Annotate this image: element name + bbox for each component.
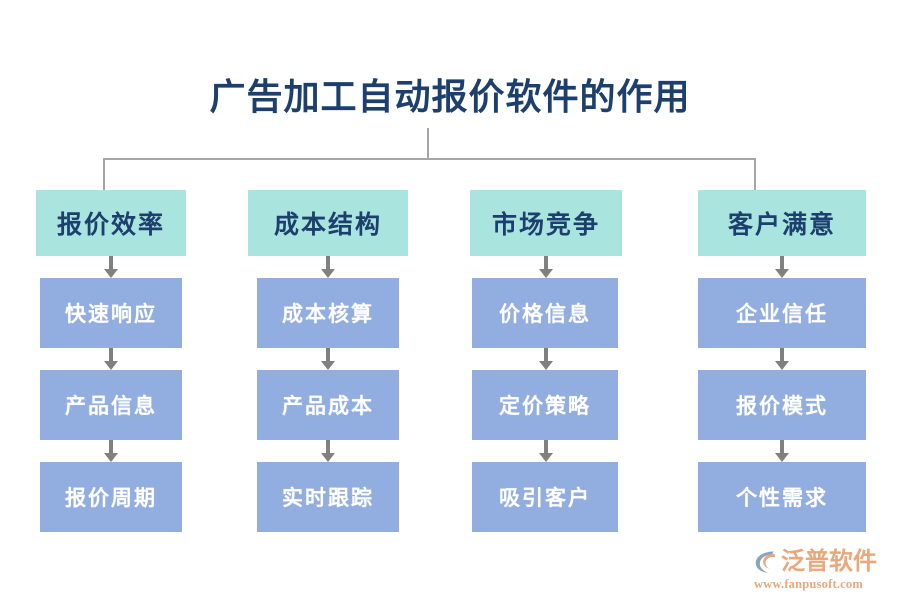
logo-url-text: www.fanpusoft.com xyxy=(754,577,863,591)
arrow-head xyxy=(775,453,789,462)
column-header-2[interactable]: 成本结构 xyxy=(248,190,408,256)
column-1-item-3[interactable]: 报价周期 xyxy=(40,462,182,532)
arrow-down-icon xyxy=(248,256,408,278)
arrow-head xyxy=(321,269,335,278)
column-header-1[interactable]: 报价效率 xyxy=(36,190,186,256)
arrow-head xyxy=(321,361,335,370)
diagram-column-1: 报价效率 快速响应 产品信息 报价周期 xyxy=(36,190,186,532)
arrow-head xyxy=(775,361,789,370)
column-header-4[interactable]: 客户满意 xyxy=(698,190,866,256)
column-3-item-1[interactable]: 价格信息 xyxy=(472,278,618,348)
arrow-shaft xyxy=(326,256,330,271)
arrow-shaft xyxy=(109,440,113,455)
arrow-down-icon xyxy=(248,348,408,370)
column-2-item-3[interactable]: 实时跟踪 xyxy=(257,462,399,532)
column-2-item-1[interactable]: 成本核算 xyxy=(257,278,399,348)
arrow-down-icon xyxy=(470,256,622,278)
column-1-item-2[interactable]: 产品信息 xyxy=(40,370,182,440)
watermark-logo: 泛普软件 www.fanpusoft.com xyxy=(752,548,892,594)
arrow-shaft xyxy=(326,440,330,455)
column-3-item-2[interactable]: 定价策略 xyxy=(472,370,618,440)
arrow-down-icon xyxy=(698,348,866,370)
arrow-head xyxy=(539,269,553,278)
diagram-column-4: 客户满意 企业信任 报价模式 个性需求 xyxy=(698,190,866,532)
column-1-item-1[interactable]: 快速响应 xyxy=(40,278,182,348)
arrow-down-icon xyxy=(470,440,622,462)
diagram-column-3: 市场竞争 价格信息 定价策略 吸引客户 xyxy=(470,190,622,532)
column-3-item-3[interactable]: 吸引客户 xyxy=(472,462,618,532)
arrow-head xyxy=(775,269,789,278)
arrow-shaft xyxy=(326,348,330,363)
arrow-down-icon xyxy=(36,348,186,370)
arrow-shaft xyxy=(780,348,784,363)
arrow-head xyxy=(321,453,335,462)
arrow-down-icon xyxy=(470,348,622,370)
arrow-down-icon xyxy=(248,440,408,462)
diagram-column-2: 成本结构 成本核算 产品成本 实时跟踪 xyxy=(248,190,408,532)
column-4-item-2[interactable]: 报价模式 xyxy=(698,370,866,440)
arrow-head xyxy=(539,361,553,370)
arrow-head xyxy=(539,453,553,462)
arrow-shaft xyxy=(780,256,784,271)
swoosh-circle-icon xyxy=(755,551,776,573)
column-header-3[interactable]: 市场竞争 xyxy=(470,190,622,256)
arrow-shaft xyxy=(544,440,548,455)
arrow-shaft xyxy=(544,256,548,271)
arrow-down-icon xyxy=(698,440,866,462)
arrow-down-icon xyxy=(698,256,866,278)
arrow-head xyxy=(104,453,118,462)
arrow-shaft xyxy=(544,348,548,363)
column-4-item-1[interactable]: 企业信任 xyxy=(698,278,866,348)
page-title: 广告加工自动报价软件的作用 xyxy=(209,77,691,117)
arrow-shaft xyxy=(780,440,784,455)
arrow-shaft xyxy=(109,256,113,271)
column-2-item-2[interactable]: 产品成本 xyxy=(257,370,399,440)
arrow-down-icon xyxy=(36,256,186,278)
logo-brand-text: 泛普软件 xyxy=(781,549,877,575)
arrow-down-icon xyxy=(36,440,186,462)
arrow-head xyxy=(104,269,118,278)
column-4-item-3[interactable]: 个性需求 xyxy=(698,462,866,532)
arrow-shaft xyxy=(109,348,113,363)
arrow-head xyxy=(104,361,118,370)
